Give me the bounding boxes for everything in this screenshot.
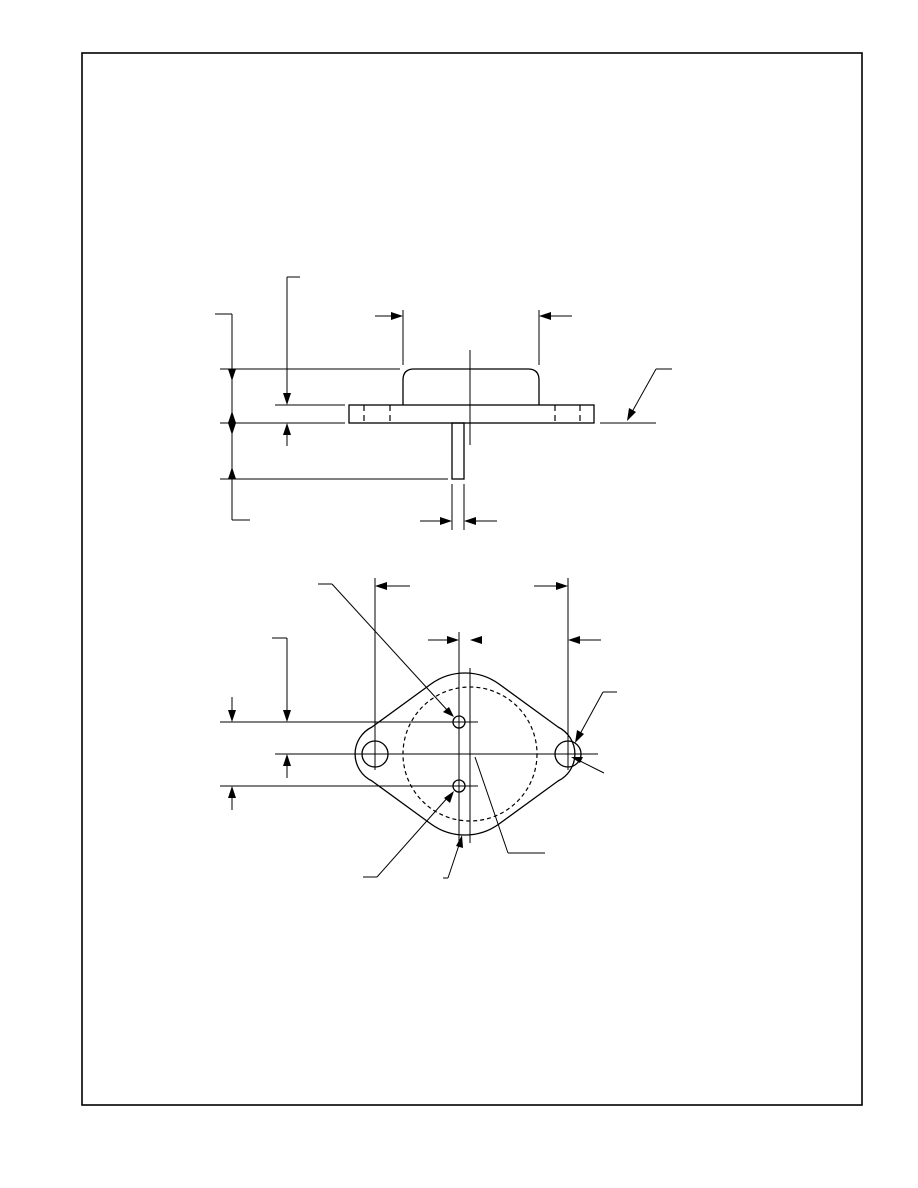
cap-outline xyxy=(402,368,540,405)
arrow-pin-offset-left xyxy=(447,636,459,644)
arrow-pin-end-up xyxy=(228,467,236,479)
leader-seating-plane xyxy=(631,368,657,413)
arrow-hole-edge-right xyxy=(568,636,580,644)
arrow-pin-top xyxy=(443,707,454,717)
arrow-flange-bottom-up xyxy=(228,411,236,423)
leader-pin-top xyxy=(331,583,449,712)
arrow-cap-width-right xyxy=(539,312,551,320)
top-view xyxy=(220,578,617,879)
leader-pin-bottom xyxy=(376,795,450,878)
arrow-hole-spacing-right xyxy=(556,582,568,590)
page-border xyxy=(81,52,863,1106)
arrow-flange-thickness-up xyxy=(283,423,291,435)
flange-outline xyxy=(348,404,595,424)
arrow-pin-offset-right xyxy=(470,636,482,644)
leader-hole-right xyxy=(579,691,604,735)
arrow-pin-dia-right xyxy=(464,517,476,525)
arrow-flange-bottom xyxy=(456,835,463,848)
side-view xyxy=(215,276,672,530)
arrow-pin-dia-left xyxy=(440,517,452,525)
leader-flange-bottom xyxy=(447,844,460,879)
flange-top-outline xyxy=(354,672,576,836)
arrow-pin-spacing-top xyxy=(228,710,236,722)
arrow-flange-thickness-down xyxy=(283,393,291,405)
arrow-flange-bottom-down xyxy=(228,423,236,435)
arrow-cap-top-down xyxy=(228,369,236,381)
arrow-hole-spacing-left xyxy=(375,582,387,590)
leader-case-center xyxy=(474,756,509,854)
arrow-hole-right xyxy=(575,730,584,743)
arrow-cap-width-left xyxy=(391,312,403,320)
arrow-pin-spacing-bottom xyxy=(228,786,236,798)
arrow-pin-center-bottom xyxy=(283,754,291,766)
arrow-flange-radius xyxy=(571,757,583,763)
pin-outline xyxy=(451,422,465,480)
arrow-pin-center-top xyxy=(283,710,291,722)
arrow-pin-bottom xyxy=(444,791,454,803)
arrow-seating-plane xyxy=(627,408,636,421)
